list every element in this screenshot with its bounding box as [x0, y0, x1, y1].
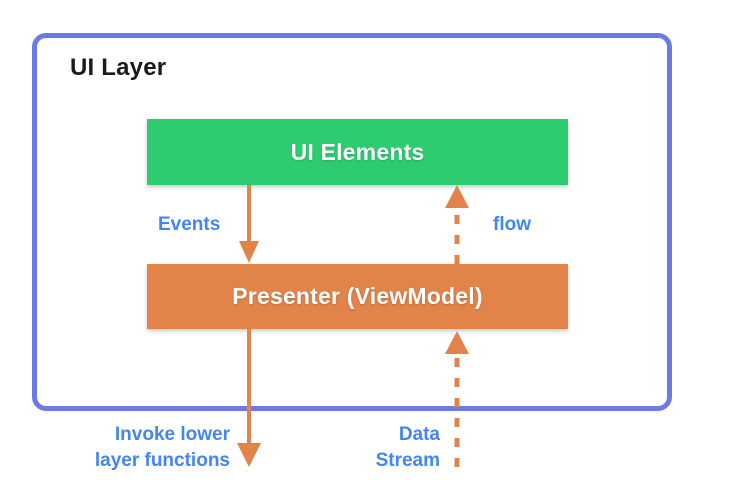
edge-label-invoke-lower-layer: Invoke lower layer functions: [94, 424, 230, 471]
node-presenter-label: Presenter (ViewModel): [232, 283, 483, 309]
edge-label-data-stream: Data Stream: [375, 424, 440, 471]
node-presenter[interactable]: Presenter (ViewModel): [147, 264, 568, 329]
ui-layer-container: [32, 33, 672, 411]
edge-label-events: Events: [158, 214, 221, 235]
node-ui-elements-label: UI Elements: [290, 138, 425, 165]
edge-label-flow: flow: [493, 214, 531, 235]
ui-layer-title: UI Layer: [70, 54, 167, 81]
node-ui-elements[interactable]: UI Elements: [147, 119, 568, 185]
